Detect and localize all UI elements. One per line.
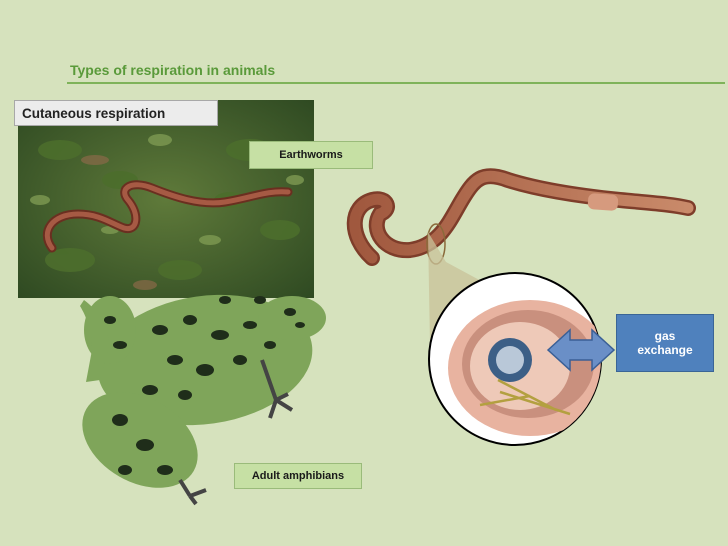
earthworm-ground-photo xyxy=(18,100,314,298)
frog-illustration xyxy=(80,294,326,506)
section-label-cutaneous: Cutaneous respiration xyxy=(14,100,218,126)
label-earthworms: Earthworms xyxy=(249,141,373,169)
worm-cross-section xyxy=(428,272,616,446)
gas-exchange-line2: exchange xyxy=(637,343,693,357)
slide-title: Types of respiration in animals xyxy=(70,62,276,78)
gas-exchange-line1: gas xyxy=(654,329,676,343)
gas-exchange-box: gas exchange xyxy=(616,314,714,372)
earthworm-illustration xyxy=(346,168,696,266)
label-adult-amphibians: Adult amphibians xyxy=(234,463,362,489)
gas-exchange-arrow xyxy=(546,328,616,372)
title-underline xyxy=(67,82,725,84)
